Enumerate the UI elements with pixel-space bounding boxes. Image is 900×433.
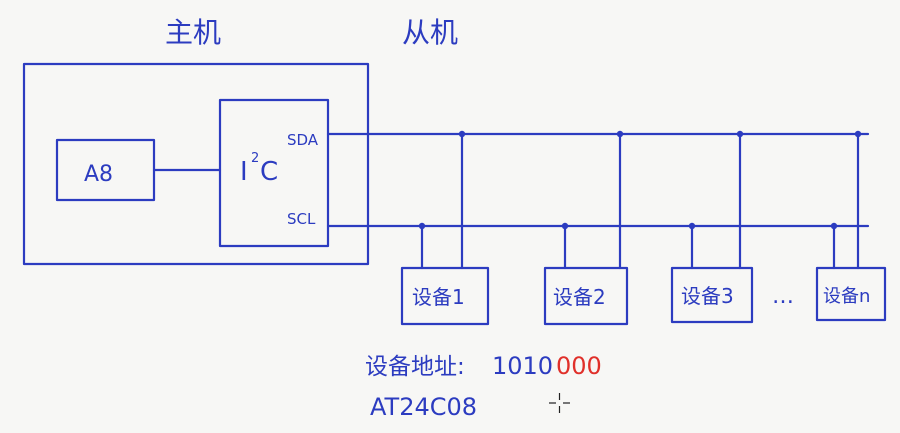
chip-label: AT24C08 <box>370 393 477 421</box>
scl-node-n <box>830 222 838 230</box>
sda-node-3 <box>736 130 744 138</box>
scl-node-3 <box>688 222 696 230</box>
sda-label: SDA <box>287 131 319 149</box>
scl-node-2 <box>561 222 569 230</box>
device3-box <box>670 266 754 324</box>
address-variable-bits: 000 <box>556 352 602 380</box>
controller-label-c: C <box>260 157 278 187</box>
sda-node-n <box>854 130 862 138</box>
device1-box <box>400 266 490 326</box>
slave-label: 从机 <box>402 16 458 49</box>
device3-label: 设备3 <box>681 284 734 308</box>
controller-label-sup: 2 <box>251 151 259 166</box>
sda-node-1 <box>458 130 466 138</box>
master-label: 主机 <box>165 16 221 49</box>
crosshair-cursor-icon <box>549 393 570 413</box>
scl-node-1 <box>418 222 426 230</box>
devicen-label: 设备n <box>823 286 870 307</box>
master-box <box>22 62 370 266</box>
device1-label: 设备1 <box>412 285 465 309</box>
device2-box <box>543 266 629 326</box>
controller-label-i: I <box>240 157 248 187</box>
device2-label: 设备2 <box>553 285 606 309</box>
scl-label: SCL <box>287 210 316 228</box>
cpu-label: A8 <box>84 162 113 187</box>
devicen-box <box>815 266 887 322</box>
ellipsis: … <box>772 284 794 309</box>
address-label: 设备地址: <box>365 354 465 380</box>
address-fixed-bits: 1010 <box>492 352 553 380</box>
i2c-controller-box <box>218 98 330 248</box>
sda-node-2 <box>616 130 624 138</box>
